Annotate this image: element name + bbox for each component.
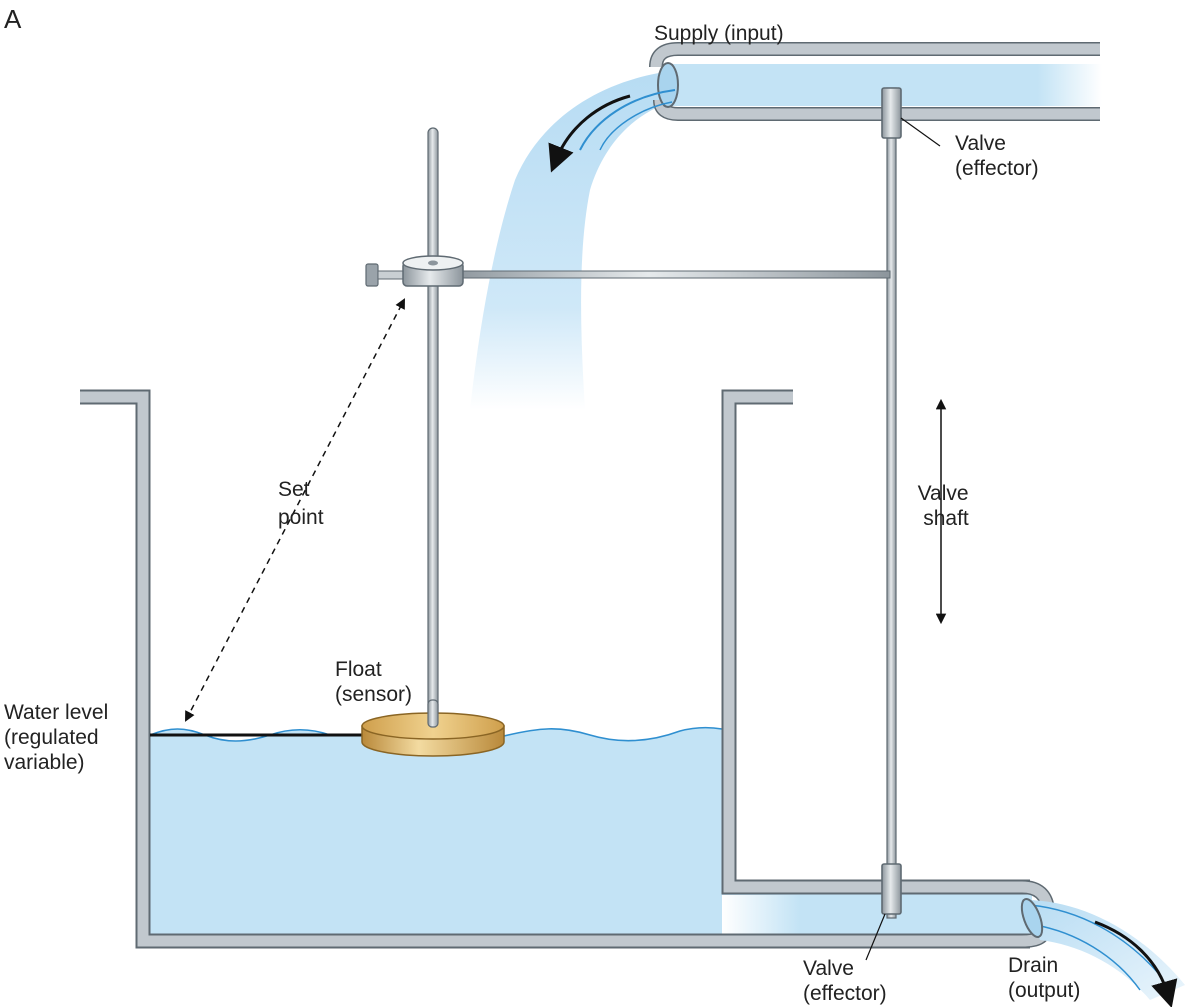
drain-pipe-water <box>722 895 1032 935</box>
valve-shaft-label: Valve shaft <box>918 482 975 530</box>
panel-label: A <box>4 4 22 34</box>
set-point-clamp <box>365 255 464 287</box>
tank-water <box>150 727 1030 938</box>
supply-flow-streak <box>579 89 676 151</box>
supply-flow-streak <box>599 101 673 151</box>
valve-top-label: Valve (effector) <box>955 132 1039 180</box>
drain-label: Drain (output) <box>1008 954 1080 1002</box>
bottom-valve <box>881 863 902 915</box>
drain-flow-streak <box>1034 924 1141 991</box>
water-surface-line <box>149 726 723 742</box>
valve-top-leader <box>900 117 941 147</box>
top-valve <box>881 87 902 139</box>
set-point-label: Set point <box>278 478 324 529</box>
valve-bottom-label: Valve (effector) <box>803 957 887 1005</box>
set-point-arrow <box>185 298 405 722</box>
valve-shaft-rod <box>886 87 897 919</box>
supply-label: Supply (input) <box>654 22 784 45</box>
supply-pipe <box>649 42 1102 121</box>
supply-flow-arrow <box>548 94 631 173</box>
drain-flow-streak <box>1029 904 1161 976</box>
float <box>361 699 505 757</box>
drain-pipe-opening <box>1020 898 1044 938</box>
falling-water-stream <box>470 70 680 410</box>
float-rod <box>427 127 439 729</box>
drain-outflow-stream <box>1025 900 1185 1000</box>
horizontal-arm <box>449 270 891 279</box>
drain-flow-arrow <box>1094 920 1178 1007</box>
tank-wall-inner <box>80 391 1030 947</box>
float-label: Float (sensor) <box>335 658 412 706</box>
water-level-label: Water level (regulated variable) <box>4 701 114 774</box>
valve-bottom-leader <box>865 913 886 961</box>
